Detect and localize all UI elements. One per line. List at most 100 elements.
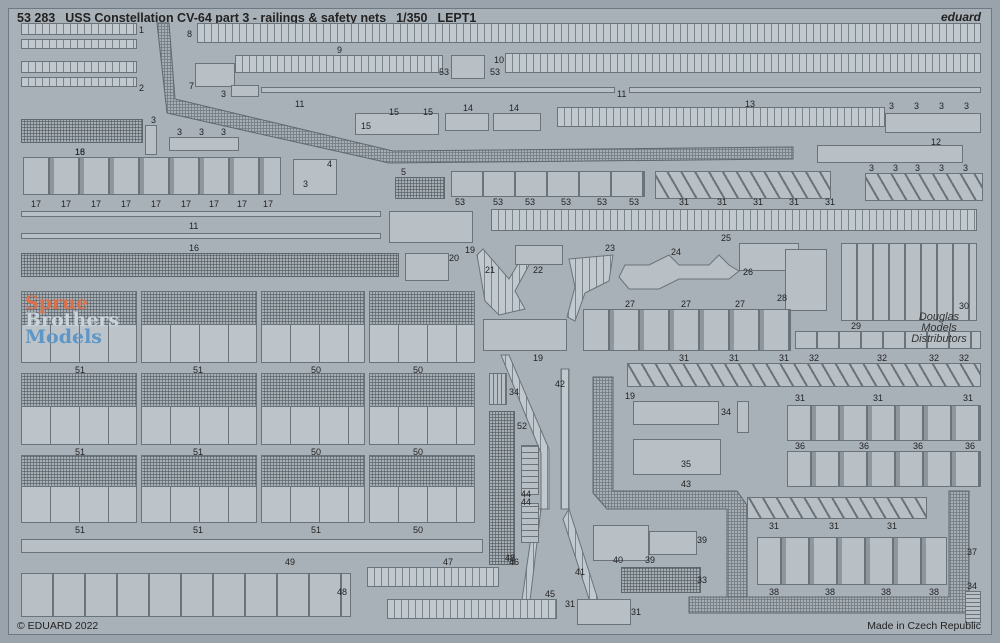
part-28-railing: [785, 249, 827, 311]
part-number: 27: [625, 299, 636, 309]
part-number: 32: [809, 353, 820, 363]
part-number: 28: [777, 293, 788, 303]
part-number: 31: [769, 521, 780, 531]
part-number: 13: [745, 99, 756, 109]
part-number: 50: [413, 447, 424, 457]
part-number: 17: [151, 199, 162, 209]
part-number: 3: [914, 101, 920, 111]
part-number: 51: [75, 365, 86, 375]
part-number: 53: [493, 197, 504, 207]
part-number: 38: [881, 587, 892, 597]
part-number: 3: [939, 163, 945, 173]
part-2-railing: [21, 77, 137, 87]
part-13-railing: [557, 107, 885, 127]
part-number: 1: [139, 25, 145, 35]
part-number: 50: [413, 525, 424, 535]
part-number: 16: [75, 147, 86, 157]
part-25-railing: [491, 209, 977, 231]
part-53-bracket: [451, 55, 485, 79]
part-number: 17: [263, 199, 274, 209]
part-number: 10: [494, 55, 505, 65]
part-number: 45: [545, 589, 556, 599]
part-number: 36: [965, 441, 976, 451]
part-51-net-panel: [21, 291, 137, 363]
part-number: 50: [311, 365, 322, 375]
part-number: 17: [31, 199, 42, 209]
part-number: 3: [939, 101, 945, 111]
part-3-bracket: [169, 137, 239, 151]
product-tag: LEPT1: [437, 11, 477, 25]
part-40-railing: [593, 525, 649, 561]
part-1-railing: [21, 23, 137, 35]
part-number: 51: [193, 365, 204, 375]
part-number: 31: [779, 353, 790, 363]
part-51-net-panel: [261, 455, 365, 523]
part-number: 31: [873, 393, 884, 403]
part-number: 15: [423, 107, 434, 117]
part-3-bracket-group: [885, 113, 981, 133]
part-27-ladder-row: [583, 309, 791, 351]
part-number: 3: [889, 101, 895, 111]
part-number: 32: [929, 353, 940, 363]
origin-note: Made in Czech Republic: [867, 620, 981, 632]
part-number: 3: [869, 163, 875, 173]
part-number: 3: [963, 163, 969, 173]
part-8-railing: [197, 23, 981, 43]
part-number: 8: [187, 29, 193, 39]
product-code: 53 283: [17, 11, 56, 25]
part-number: 34: [509, 387, 520, 397]
part-number: 7: [189, 81, 195, 91]
part-number: 51: [193, 525, 204, 535]
part-number: 3: [221, 89, 227, 99]
part-number: 3: [964, 101, 970, 111]
part-number: 29: [851, 321, 862, 331]
part-50-net-panel: [369, 455, 475, 523]
part-number: 3: [915, 163, 921, 173]
part-50-net-panel: [261, 291, 365, 363]
part-11-bar: [21, 211, 381, 217]
part-39-railing: [649, 531, 697, 555]
part-number: 17: [61, 199, 72, 209]
part-number: 47: [443, 557, 454, 567]
part-number: 3: [303, 179, 309, 189]
part-52-safety-net: [489, 411, 515, 565]
part-number: 42: [555, 379, 566, 389]
part-number: 18: [75, 147, 86, 157]
part-number: 51: [75, 525, 86, 535]
part-number: 50: [413, 365, 424, 375]
part-14-railing: [493, 113, 541, 131]
part-19-railing: [633, 401, 719, 425]
part-number: 26: [743, 267, 754, 277]
part-number: 17: [91, 199, 102, 209]
part-11-bar: [261, 87, 615, 93]
product-scale: 1/350: [396, 11, 428, 25]
part-44-railing: [521, 503, 539, 543]
part-number: 15: [361, 121, 372, 131]
part-number: 3: [221, 127, 227, 137]
part-number: 32: [959, 353, 970, 363]
part-number: 48: [505, 553, 516, 563]
part-number: 44: [521, 489, 532, 499]
part-number: 51: [75, 447, 86, 457]
part-number: 24: [671, 247, 682, 257]
part-number: 53: [597, 197, 608, 207]
part-number: 14: [463, 103, 474, 113]
part-34-railing: [965, 591, 981, 623]
part-number: 12: [931, 137, 942, 147]
part-14-railing: [445, 113, 489, 131]
part-number: 4: [327, 159, 333, 169]
part-number: 31: [565, 599, 576, 609]
part-number: 34: [967, 581, 978, 591]
part-number: 31: [753, 197, 764, 207]
part-3-bracket: [231, 85, 259, 97]
product-title: USS Constellation CV-64 part 3 - railing…: [65, 11, 387, 25]
part-number: 37: [967, 547, 978, 557]
douglas-models-watermark: Douglas Models Distributors: [911, 311, 967, 345]
part-number: 53: [629, 197, 640, 207]
part-number: 17: [181, 199, 192, 209]
part-number: 17: [237, 199, 248, 209]
part-number: 40: [613, 555, 624, 565]
part-31-bracket-row: [747, 497, 927, 519]
part-number: 11: [617, 89, 627, 99]
brand-logo: eduard: [940, 10, 981, 24]
